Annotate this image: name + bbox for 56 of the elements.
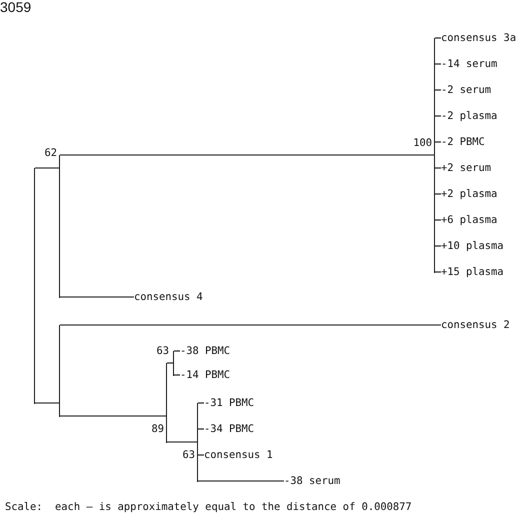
leaf-label: -38 PBMC [180, 345, 230, 357]
bootstrap-value: 89 [151, 423, 164, 435]
branch-line [60, 324, 441, 326]
leaf-label: consensus 2 [441, 319, 510, 331]
branch-line [35, 402, 59, 404]
branch-line [435, 89, 441, 91]
junction-line [173, 350, 174, 376]
branch-line [198, 480, 284, 482]
branch-line [35, 167, 59, 169]
junction-line [34, 168, 35, 404]
branch-line [167, 441, 197, 443]
leaf-label: -2 PBMC [441, 136, 485, 148]
branch-line [435, 37, 441, 39]
bootstrap-value: 63 [156, 345, 169, 357]
leaf-label: consensus 1 [204, 449, 273, 461]
leaf-label: +2 plasma [441, 188, 498, 200]
branch-line [435, 271, 441, 273]
leaf-label: consensus 4 [134, 291, 203, 303]
leaf-label: -2 plasma [441, 110, 498, 122]
branch-line [167, 362, 173, 364]
leaf-label: -34 PBMC [204, 423, 254, 435]
junction-line [59, 154, 60, 298]
branch-line [435, 141, 441, 143]
branch-line [198, 428, 204, 430]
branch-line [60, 415, 166, 417]
scale-note: Scale: each – is approximately equal to the distance of 0.000877 [5, 501, 412, 513]
branch-line [198, 402, 204, 404]
branch-line [174, 350, 180, 352]
branch-line [435, 245, 441, 247]
bootstrap-value: 63 [182, 449, 195, 461]
branch-line [435, 167, 441, 169]
leaf-label: -31 PBMC [204, 397, 254, 409]
junction-line [166, 362, 167, 442]
branch-line [60, 296, 134, 298]
branch-line [435, 193, 441, 195]
junction-line [434, 38, 435, 272]
leaf-label: +2 serum [441, 162, 492, 174]
leaf-label: -14 serum [441, 58, 498, 70]
junction-line [197, 402, 198, 482]
leaf-label: +15 plasma [441, 266, 504, 278]
leaf-label: -14 PBMC [180, 369, 230, 381]
branch-line [435, 63, 441, 65]
leaf-label: +6 plasma [441, 214, 498, 226]
branch-line [435, 219, 441, 221]
leaf-label: consensus 3a [441, 32, 516, 44]
branch-line [60, 154, 434, 156]
junction-line [59, 324, 60, 416]
bootstrap-value: 100 [413, 137, 432, 149]
page-number: 3059 [0, 0, 32, 14]
leaf-label: +10 plasma [441, 240, 504, 252]
bootstrap-value: 62 [44, 147, 57, 159]
branch-line [174, 374, 180, 376]
leaf-label: -38 serum [284, 475, 340, 487]
branch-line [435, 115, 441, 117]
leaf-label: -2 serum [441, 84, 492, 96]
branch-line [198, 454, 204, 456]
